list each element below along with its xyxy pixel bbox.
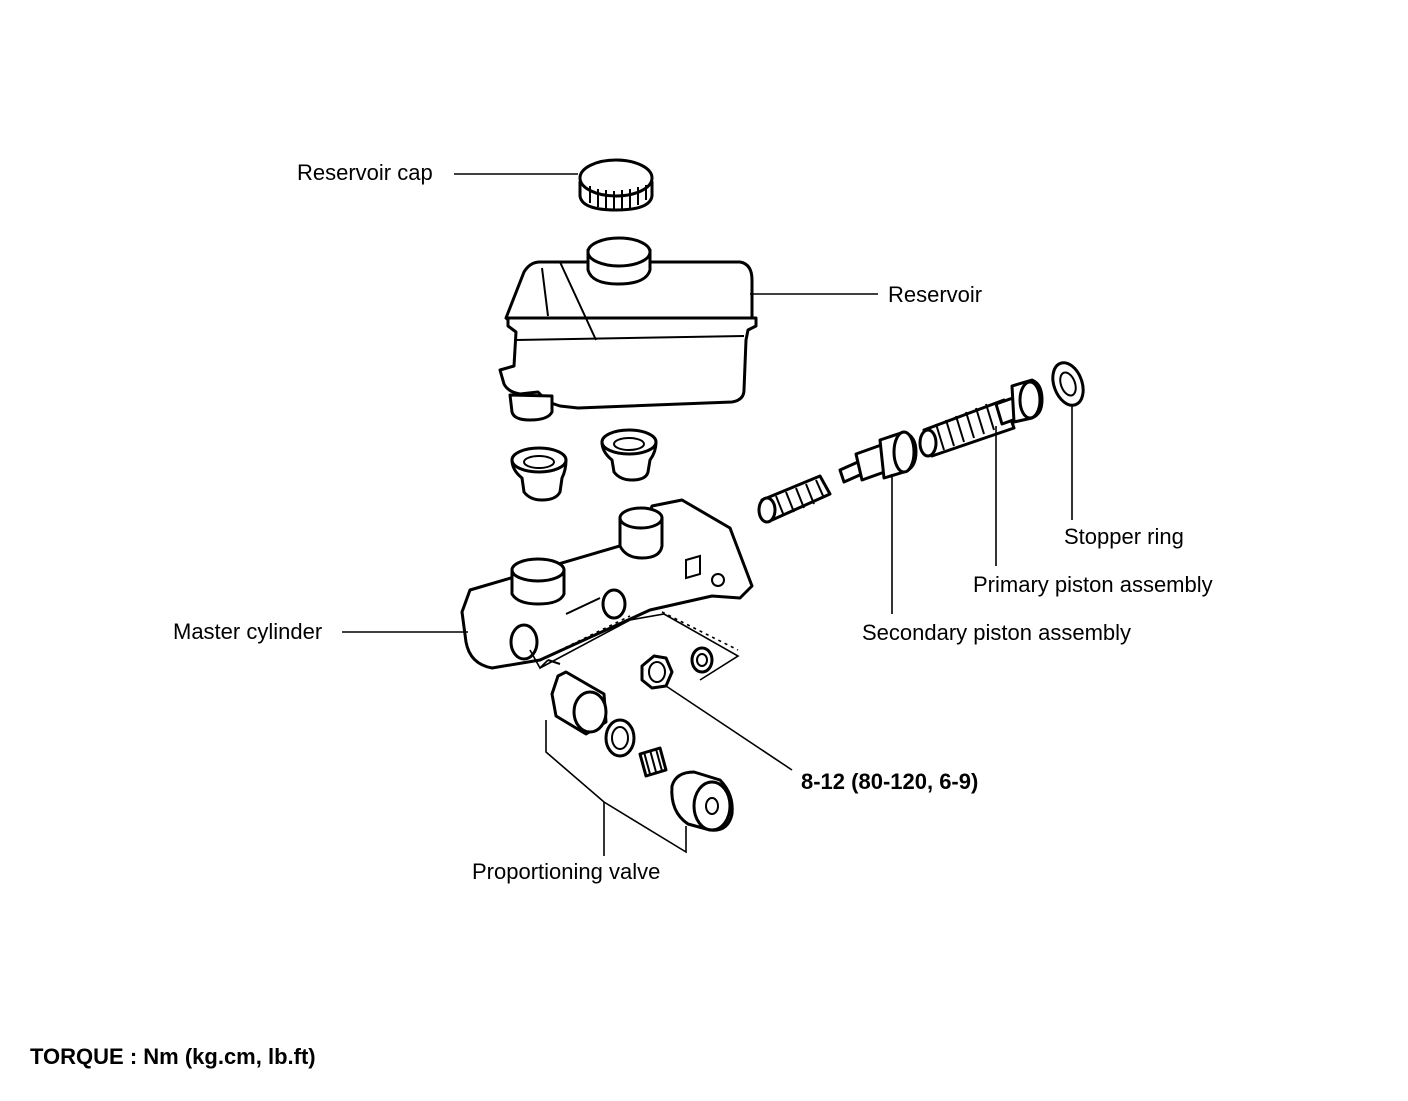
label-reservoir: Reservoir: [888, 282, 983, 307]
label-master-cylinder: Master cylinder: [173, 619, 323, 644]
label-primary-piston-assembly: Primary piston assembly: [973, 572, 1213, 597]
fitting-nut-part: [640, 646, 714, 690]
reservoir-part: [498, 236, 758, 422]
reservoir-cap-part: [578, 158, 654, 212]
primary-piston-part: [918, 378, 1044, 458]
leader-lines: [342, 173, 1073, 856]
reservoir-grommets: [510, 428, 658, 502]
return-spring-part: [757, 474, 832, 524]
label-secondary-piston-assembly: Secondary piston assembly: [862, 620, 1132, 645]
secondary-piston-part: [838, 430, 918, 484]
label-stopper-ring: Stopper ring: [1064, 524, 1184, 549]
proportioning-valve-part: [550, 670, 734, 832]
stopper-ring-part: [1051, 361, 1085, 407]
master-cylinder-part: [460, 498, 754, 670]
torque-units-footer: TORQUE : Nm (kg.cm, lb.ft): [30, 1044, 316, 1069]
label-reservoir-cap: Reservoir cap: [297, 160, 433, 185]
label-proportioning-valve: Proportioning valve: [472, 859, 661, 884]
label-torque-spec: 8-12 (80-120, 6-9): [801, 769, 979, 794]
